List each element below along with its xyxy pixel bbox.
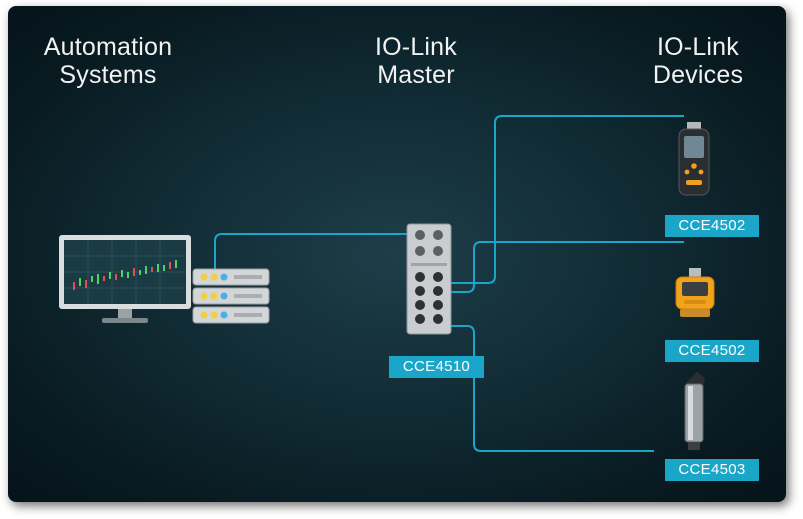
handheld-sensor-icon [678,122,710,196]
wire-master-to-device-3 [450,325,654,452]
heading-io-link-devices: IO-Link Devices [652,33,744,89]
wire-master-to-device-2 [450,241,684,293]
master-label: CCE4510 [389,356,484,378]
orange-display-sensor-icon [675,268,715,317]
device-1-label: CCE4502 [665,215,759,237]
heading-io-link-master: IO-Link Master [375,33,457,89]
connection-wires [214,115,684,452]
heading-automation-systems: Automation Systems [43,33,173,89]
server-rack-icon [192,268,270,324]
monitor-with-stock-chart-icon [59,235,191,323]
device-2-label: CCE4502 [665,340,759,362]
cylindrical-sensor-icon [684,372,705,450]
diagram-frame: Automation Systems IO-Link Master IO-Lin… [8,6,786,502]
device-3-label: CCE4503 [665,459,759,481]
io-link-master-module-icon [406,223,452,335]
wire-master-to-device-1 [450,115,684,284]
wire-server-to-master [214,233,410,270]
